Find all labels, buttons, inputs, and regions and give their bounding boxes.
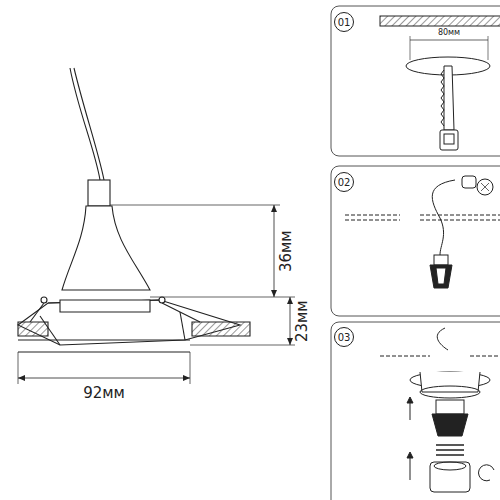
step-number: 01: [338, 17, 351, 28]
step-number-circle: 02: [334, 172, 354, 192]
dimension-label: 36мм: [278, 229, 295, 273]
dimension-label: 80мм: [437, 29, 461, 38]
dimension-label: 92мм: [82, 385, 126, 402]
step-number: 03: [338, 332, 351, 343]
step-number-circle: 01: [334, 12, 354, 32]
step-number: 02: [338, 177, 351, 188]
step-number-circle: 03: [334, 327, 354, 347]
dimension-label: 23мм: [294, 299, 311, 343]
